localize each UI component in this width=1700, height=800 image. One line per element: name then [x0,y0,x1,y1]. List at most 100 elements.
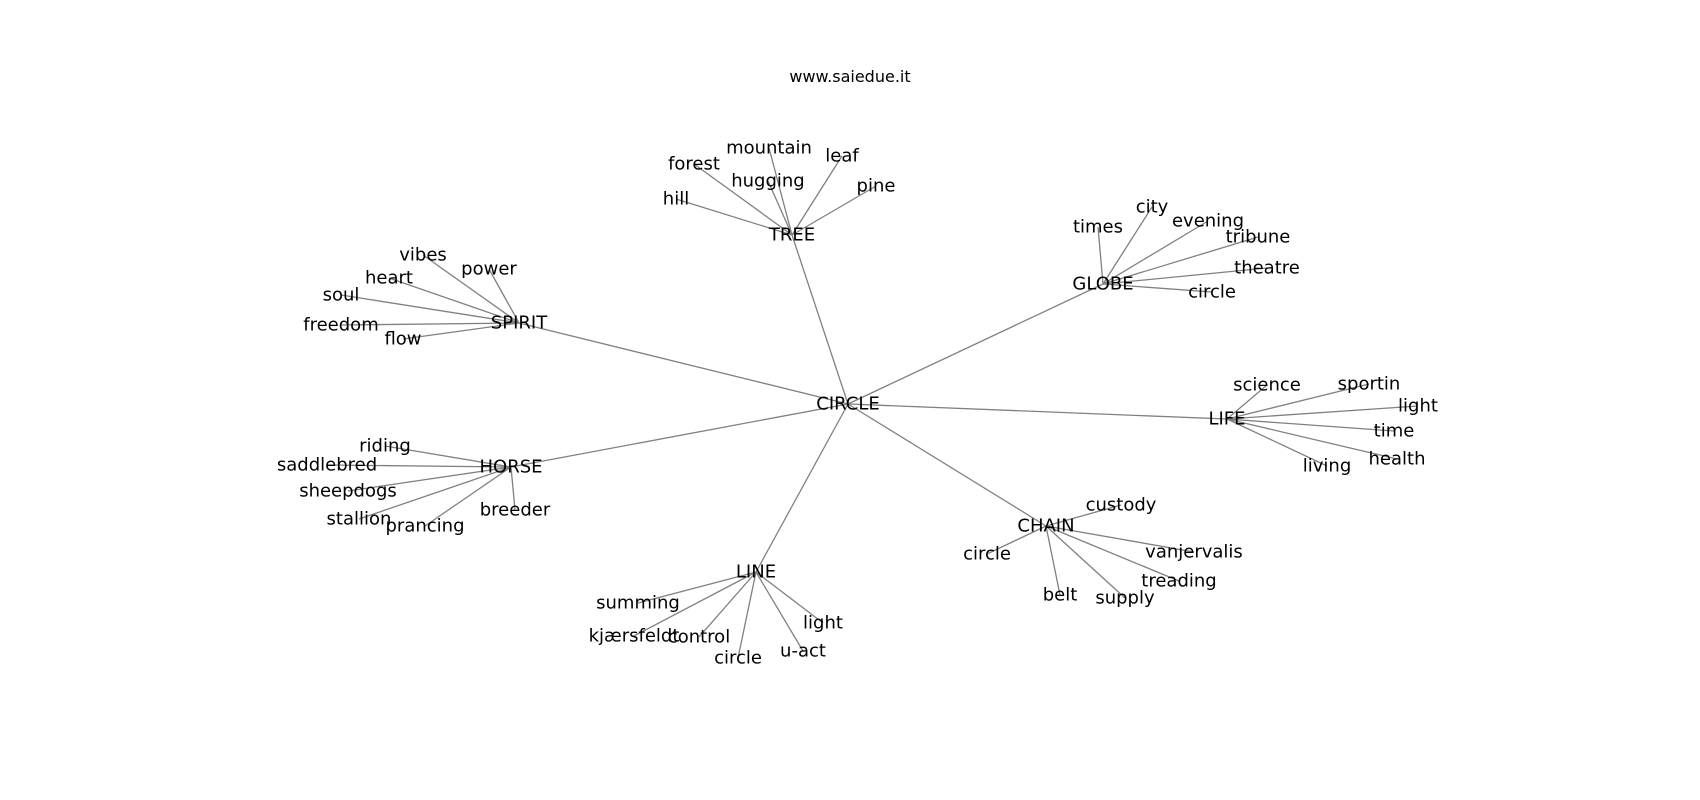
edge-horse-leaf [510,466,516,511]
edge-horse-leaf [424,466,512,527]
node-leaf-chain: treading [1141,571,1216,592]
edge-life-leaf [1226,383,1370,420]
node-leaf-globe: circle [1188,282,1236,303]
node-leaf-chain: supply [1095,588,1155,609]
node-leaf-horse: breeder [480,500,551,521]
node-leaf-line: summing [596,593,680,614]
node-leaf-line: circle [714,648,762,669]
edge-spirit-leaf [402,322,520,340]
edge-spirit-leaf [388,277,520,324]
node-leaf-chain: vanjervalis [1145,542,1243,563]
node-leaf-life: health [1369,449,1426,470]
node-leaf-chain: belt [1043,585,1078,606]
edge-spirit-leaf [422,254,520,324]
node-hub-globe: GLOBE [1072,274,1133,295]
graph-title: www.saiedue.it [789,67,910,86]
node-leaf-horse: saddlebred [277,455,377,476]
node-leaf-line: control [668,627,730,648]
node-leaf-line: kjærsfeldt [589,626,680,647]
edge-tree-leaf [768,147,793,236]
node-leaf-horse: prancing [386,516,465,537]
edge-root-life [847,403,1228,420]
edge-tree-leaf [675,198,793,236]
node-leaf-horse: riding [359,436,411,457]
edge-spirit-leaf [340,322,520,326]
node-leaf-globe: theatre [1234,258,1300,279]
edge-globe-leaf [1097,226,1104,285]
edge-tree-leaf [791,155,843,236]
node-hub-spirit: SPIRIT [491,313,548,334]
labels-layer: CIRCLE TREE hill forest mountain hugging leaf p… [277,138,1438,669]
edge-spirit-leaf [340,294,520,324]
node-leaf-globe: tribune [1226,227,1291,248]
node-leaf-spirit: flow [384,329,421,350]
edge-horse-leaf [347,466,512,492]
node-leaf-life: light [1398,396,1438,417]
edge-chain-leaf [1045,525,1126,599]
edge-globe-leaf [1102,206,1153,285]
node-leaf-spirit: vibes [399,245,447,266]
edge-chain-leaf [1045,504,1122,527]
edge-root-spirit [518,322,849,405]
edge-globe-leaf [1102,283,1213,293]
node-leaf-tree: hill [663,189,689,210]
edge-life-leaf [1226,405,1419,420]
node-leaf-spirit: freedom [303,315,378,336]
edge-root-chain [847,403,1047,527]
node-leaf-globe: times [1073,217,1123,238]
node-leaf-tree: pine [857,176,896,197]
node-hub-chain: CHAIN [1017,516,1074,537]
node-leaf-tree: forest [668,154,720,175]
node-hub-line: LINE [736,562,776,583]
node-root: CIRCLE [816,394,879,415]
node-leaf-tree: hugging [731,171,805,192]
node-leaf-horse: sheepdogs [299,481,397,502]
edge-root-horse [510,403,849,468]
edge-life-leaf [1226,418,1398,460]
node-leaf-globe: city [1136,197,1169,218]
edge-globe-leaf [1102,267,1268,285]
edge-root-tree [791,234,849,405]
edge-chain-leaf [1045,525,1195,553]
edge-horse-leaf [358,466,512,520]
node-leaf-life: living [1303,456,1352,477]
edge-tree-leaf [767,180,793,236]
node-leaf-globe: evening [1172,211,1244,232]
node-leaf-line: u-act [780,641,826,662]
edge-spirit-leaf [488,268,520,324]
node-leaf-horse: stallion [327,509,392,530]
node-hub-life: LIFE [1208,409,1245,430]
node-leaf-spirit: power [461,259,517,280]
edges-layer [326,147,1419,659]
edge-tree-leaf [693,163,793,236]
edge-chain-leaf [1045,525,1061,596]
edge-root-globe [847,283,1104,405]
node-leaf-tree: mountain [726,138,812,159]
node-leaf-life: time [1374,421,1415,442]
node-leaf-life: sportin [1338,374,1401,395]
edge-life-leaf [1226,418,1328,467]
node-leaf-spirit: heart [365,268,413,289]
node-hub-horse: HORSE [479,457,542,478]
edge-line-leaf [755,571,804,652]
edge-line-leaf [637,571,757,604]
node-hub-tree: TREE [768,225,815,246]
edge-tree-leaf [791,185,877,236]
edge-line-leaf [737,571,757,659]
edge-line-leaf [633,571,757,637]
edge-line-leaf [755,571,824,624]
edge-globe-leaf [1102,236,1259,285]
node-leaf-life: science [1233,375,1301,396]
edge-globe-leaf [1102,220,1209,285]
edge-chain-leaf [986,525,1047,555]
node-leaf-tree: leaf [825,146,859,167]
node-leaf-chain: circle [963,544,1011,565]
edge-chain-leaf [1045,525,1180,582]
edge-life-leaf [1226,418,1395,432]
edge-horse-leaf [326,464,512,468]
node-leaf-chain: custody [1086,495,1157,516]
node-leaf-spirit: soul [323,285,360,306]
node-leaf-line: light [803,613,843,634]
edge-life-leaf [1226,384,1268,420]
